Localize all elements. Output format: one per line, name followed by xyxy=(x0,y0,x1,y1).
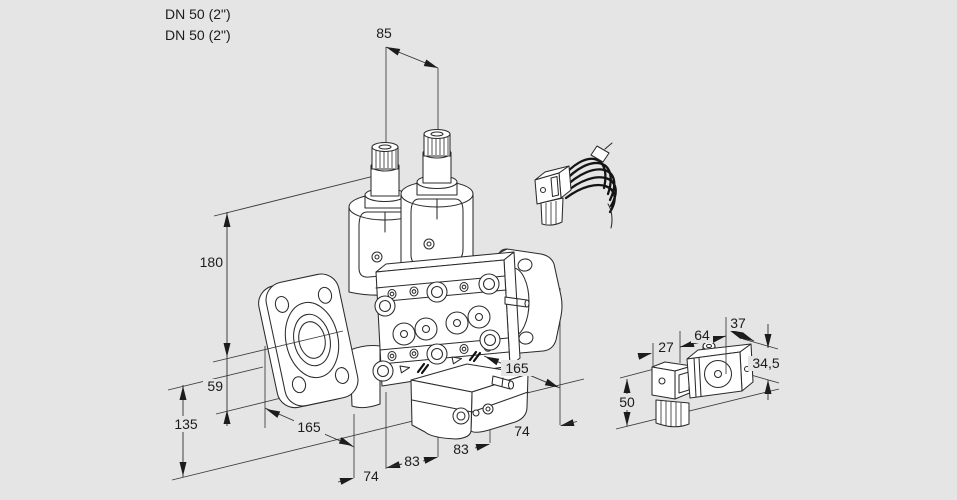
dim-height-center: 59 xyxy=(207,378,223,394)
dim-height-top: 180 xyxy=(200,254,224,270)
flange-bolts xyxy=(372,273,501,382)
cable-gland xyxy=(540,197,564,226)
dim-flange-od-right: 165 xyxy=(505,360,529,376)
dim-overall-height: 50 xyxy=(619,394,635,410)
flow-direction-marks xyxy=(399,350,482,375)
product-label-line2: DN 50 (2") xyxy=(165,27,231,43)
product-label-line1: DN 50 (2") xyxy=(165,6,231,22)
dim-body-width: 64 xyxy=(694,327,710,343)
dim-connector-width: 27 xyxy=(658,339,674,355)
left-pipe-stub xyxy=(349,344,381,409)
flange-centerline xyxy=(212,330,344,363)
valve-seats xyxy=(392,305,491,346)
wire-end-plug xyxy=(590,145,610,163)
dim-offset-right: 74 xyxy=(514,423,530,439)
wire-end-tip xyxy=(607,203,613,229)
left-flange xyxy=(212,273,359,409)
dim-valve1-pitch: 83 xyxy=(404,453,420,469)
dim-flange-od-left: 165 xyxy=(297,419,321,435)
dim-actuator-pitch: 85 xyxy=(376,25,392,41)
dim-offset-left: 74 xyxy=(363,468,379,484)
valve-body xyxy=(372,251,530,387)
dimension-annotations: 85 180 59 135 165 74 83 83 74 xyxy=(171,25,578,485)
cable-plug-and-wires xyxy=(534,142,617,229)
dim-valve2-pitch: 83 xyxy=(453,441,469,457)
bottom-block xyxy=(410,363,529,440)
pressure-switch-part: 27 64 37 34,5 50 xyxy=(614,315,785,430)
dim-body-height: 34,5 xyxy=(752,355,779,371)
dim-height-lower: 135 xyxy=(174,416,198,432)
dim-body-depth: 37 xyxy=(730,315,746,331)
